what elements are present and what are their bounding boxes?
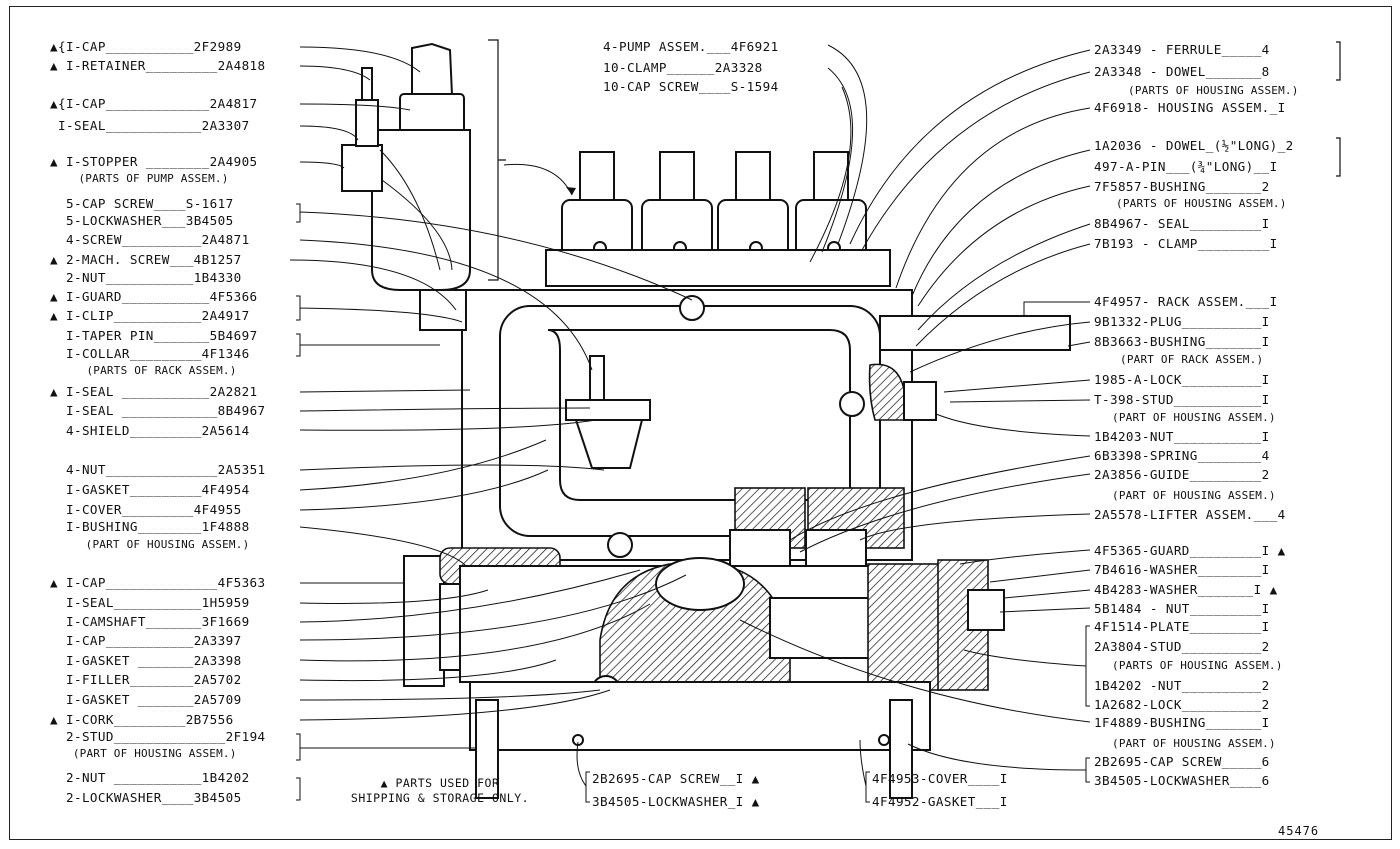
label-cap-2a4817: ▲{I-CAP_____________2A4817: [50, 96, 258, 111]
label-nut-1b4203: 1B4203-NUT___________I: [1094, 429, 1270, 444]
label-cover-4f4955: I-COVER_________4F4955: [58, 502, 242, 517]
note-parts-of-rack-assem: (PARTS OF RACK ASSEM.): [66, 364, 237, 377]
label-seal-2a2821: ▲ I-SEAL ___________2A2821: [50, 384, 258, 399]
label-clip-2a4917: ▲ I-CLIP___________2A4917: [50, 308, 250, 323]
label-lifter-assem-2a5578: 2A5578-LIFTER ASSEM.___4: [1094, 507, 1286, 522]
label-bushing-1f4888: I-BUSHING________1F4888: [58, 519, 250, 534]
label-clamp-2a3328: 10-CLAMP______2A3328: [603, 60, 763, 75]
note-part-of-rack-assem-r: (PART OF RACK ASSEM.): [1120, 353, 1264, 366]
note-parts-of-housing-assem-r2: (PARTS OF HOUSING ASSEM.): [1116, 197, 1287, 210]
label-stud-2f194: 2-STUD______________2F194: [58, 729, 266, 744]
label-lock-1985a: 1985-A-LOCK__________I: [1094, 372, 1270, 387]
top-leader-lines: [809, 44, 868, 263]
label-lockwasher-3b4505-c: 3B4505-LOCKWASHER_I ▲: [592, 794, 760, 809]
label-retainer-2a4818: ▲ I-RETAINER_________2A4818: [50, 58, 266, 73]
label-stud-t398: T-398-STUD___________I: [1094, 392, 1270, 407]
note-parts-of-pump-assem: (PARTS OF PUMP ASSEM.): [58, 172, 229, 185]
note-parts-of-housing-assem-r1: (PARTS OF HOUSING ASSEM.): [1128, 84, 1299, 97]
label-cap-screw-s1617: 5-CAP SCREW____S-1617: [58, 196, 234, 211]
label-cork-2b7556: ▲ I-CORK_________2B7556: [50, 712, 234, 727]
left-leader-lines: [289, 46, 693, 801]
pump-housing: [419, 289, 1071, 575]
note-part-of-housing-assem-1: (PART OF HOUSING ASSEM.): [72, 538, 250, 551]
label-dowel-1a2036: 1A2036 - DOWEL_(½"LONG)_2: [1094, 138, 1294, 153]
shipping-note-line2: SHIPPING & STORAGE ONLY.: [350, 791, 530, 805]
label-guide-2a3856: 2A3856-GUIDE_________2: [1094, 467, 1270, 482]
label-bushing-1f4889: 1F4889-BUSHING_______I: [1094, 715, 1270, 730]
label-cap-screw-2b2695-b: 2B2695-CAP SCREW__I ▲: [592, 771, 760, 786]
label-nut-1b4330: 2-NUT___________1B4330: [58, 270, 242, 285]
label-pump-assem-4f6921: 4-PUMP ASSEM.___4F6921: [603, 39, 779, 54]
note-part-of-housing-assem-2: (PART OF HOUSING ASSEM.): [66, 747, 237, 760]
label-seal-1h5959: I-SEAL___________1H5959: [58, 595, 250, 610]
label-bushing-8b3663: 8B3663-BUSHING_______I: [1094, 334, 1270, 349]
label-taper-pin-5b4697: I-TAPER PIN_______5B4697: [58, 328, 258, 343]
exploded-pump-assembly: [341, 42, 471, 291]
bottom-leader-lines: [576, 739, 870, 803]
label-stopper-2a4905: ▲ I-STOPPER ________2A4905: [50, 154, 258, 169]
label-cap-screw-2b2695-r: 2B2695-CAP SCREW_____6: [1094, 754, 1270, 769]
label-nut-2a5351: 4-NUT______________2A5351: [58, 462, 266, 477]
label-seal-8b4967-r: 8B4967- SEAL_________I: [1094, 216, 1270, 231]
label-cover-4f4953: 4F4953-COVER____I: [872, 771, 1008, 786]
label-screw-2a4871: 4-SCREW__________2A4871: [58, 232, 250, 247]
label-gasket-4f4952: 4F4952-GASKET___I: [872, 794, 1008, 809]
label-washer-4b4283: 4B4283-WASHER_______I ▲: [1094, 582, 1278, 597]
camshaft-section: [403, 547, 1005, 799]
label-pin-497a: 497-A-PIN___(¾"LONG)__I: [1094, 159, 1278, 174]
label-spring-6b3398: 6B3398-SPRING________4: [1094, 448, 1270, 463]
label-camshaft-3f1669: I-CAMSHAFT_______3F1669: [58, 614, 250, 629]
label-cap-4f5363: ▲ I-CAP______________4F5363: [50, 575, 266, 590]
label-mach-screw-4b1257: ▲ 2-MACH. SCREW___4B1257: [50, 252, 242, 267]
label-dowel-2a3348: 2A3348 - DOWEL_______8: [1094, 64, 1270, 79]
label-ferrule-2a3349: 2A3349 - FERRULE_____4: [1094, 42, 1270, 57]
shipping-note: ▲ PARTS USED FOR SHIPPING & STORAGE ONLY…: [320, 776, 560, 806]
label-plug-9b1332: 9B1332-PLUG__________I: [1094, 314, 1270, 329]
label-washer-7b4616: 7B4616-WASHER________I: [1094, 562, 1270, 577]
label-stud-2a3804: 2A3804-STUD__________2: [1094, 639, 1270, 654]
label-cap-2f2989: ▲{I-CAP___________2F2989: [50, 39, 242, 54]
note-part-of-housing-assem-r6: (PART OF HOUSING ASSEM.): [1112, 737, 1276, 750]
label-rack-assem-4f4957: 4F4957- RACK ASSEM.___I: [1094, 294, 1278, 309]
label-cap-2a3397: I-CAP___________2A3397: [58, 633, 242, 648]
label-lockwasher-3b4505-b: 2-LOCKWASHER____3B4505: [58, 790, 242, 805]
label-gasket-2a5709: I-GASKET _______2A5709: [58, 692, 242, 707]
note-part-of-housing-assem-r4: (PART OF HOUSING ASSEM.): [1112, 489, 1276, 502]
label-seal-8b4967: I-SEAL ____________8B4967: [58, 403, 266, 418]
label-housing-assem-4f6918: 4F6918- HOUSING ASSEM._I: [1094, 100, 1286, 115]
right-leader-lines: [739, 49, 1091, 783]
pump-elements-row: [545, 151, 891, 287]
label-cap-screw-s1594: 10-CAP SCREW____S-1594: [603, 79, 779, 94]
label-bushing-7f5857: 7F5857-BUSHING_______2: [1094, 179, 1270, 194]
label-nut-1b4202: 2-NUT ___________1B4202: [58, 770, 250, 785]
label-collar-4f1346: I-COLLAR_________4F1346: [58, 346, 250, 361]
label-clamp-7b193: 7B193 - CLAMP_________I: [1094, 236, 1278, 251]
diagram-frame: [9, 6, 1392, 840]
label-gasket-4f4954: I-GASKET_________4F4954: [58, 482, 250, 497]
exploded-pump-bracket: [488, 39, 506, 281]
label-nut-5b1484: 5B1484 - NUT_________I: [1094, 601, 1270, 616]
label-nut-1b4202-r: 1B4202 -NUT__________2: [1094, 678, 1270, 693]
note-parts-of-housing-assem-r5: (PARTS OF HOUSING ASSEM.): [1112, 659, 1283, 672]
label-shield-2a5614: 4-SHIELD_________2A5614: [58, 423, 250, 438]
figure-number: 45476: [1278, 824, 1320, 838]
label-lockwasher-3b4505: 5-LOCKWASHER___3B4505: [58, 213, 234, 228]
label-seal-2a3307: I-SEAL____________2A3307: [50, 118, 250, 133]
note-part-of-housing-assem-r3: (PART OF HOUSING ASSEM.): [1112, 411, 1276, 424]
shipping-note-line1: ▲ PARTS USED FOR: [380, 776, 500, 790]
label-lockwasher-3b4505-r: 3B4505-LOCKWASHER____6: [1094, 773, 1270, 788]
label-filler-2a5702: I-FILLER________2A5702: [58, 672, 242, 687]
label-gasket-2a3398: I-GASKET _______2A3398: [58, 653, 242, 668]
label-plate-4f1514: 4F1514-PLATE_________I: [1094, 619, 1270, 634]
label-lock-1a2682: 1A2682-LOCK__________2: [1094, 697, 1270, 712]
label-guard-4f5365: 4F5365-GUARD_________I ▲: [1094, 543, 1286, 558]
label-guard-4f5366: ▲ I-GUARD___________4F5366: [50, 289, 258, 304]
